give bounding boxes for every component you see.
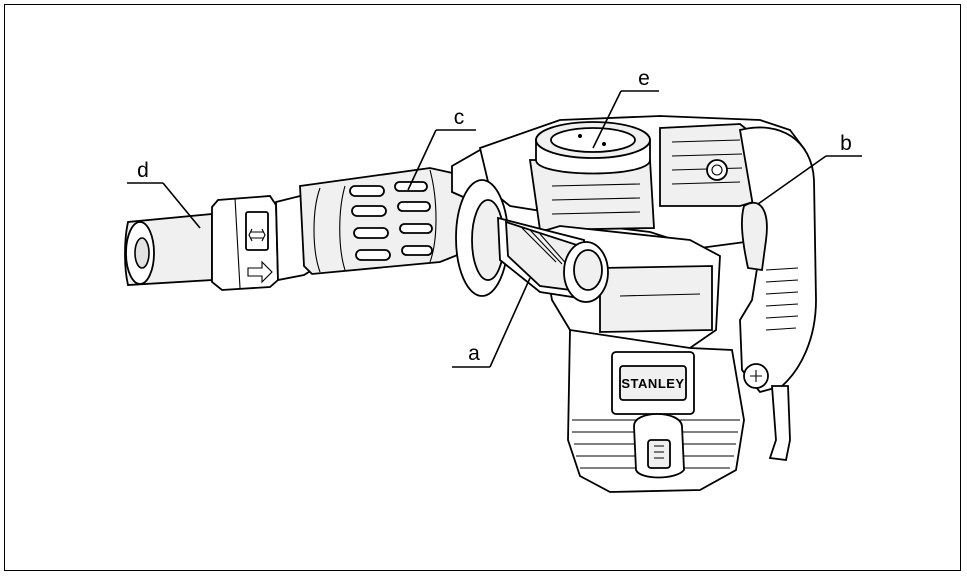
brand-logo-text: STANLEY: [621, 376, 684, 391]
top-cover-e: [535, 121, 651, 175]
label-b: b: [840, 132, 852, 155]
tool-holder-d: [124, 195, 313, 291]
callout-b: b: [757, 132, 862, 205]
figure-frame: [4, 4, 961, 571]
label-e: e: [638, 67, 650, 90]
main-handle-b: [738, 126, 817, 461]
callout-c: c: [407, 106, 476, 191]
callout-d: d: [127, 159, 201, 229]
label-a: a: [468, 342, 480, 365]
side-handle-a: [455, 179, 609, 303]
label-d: d: [137, 159, 149, 182]
callout-a: a: [452, 277, 531, 368]
motor-housing: STANLEY: [538, 225, 745, 493]
label-c: c: [454, 106, 465, 129]
callout-e: e: [592, 67, 659, 149]
